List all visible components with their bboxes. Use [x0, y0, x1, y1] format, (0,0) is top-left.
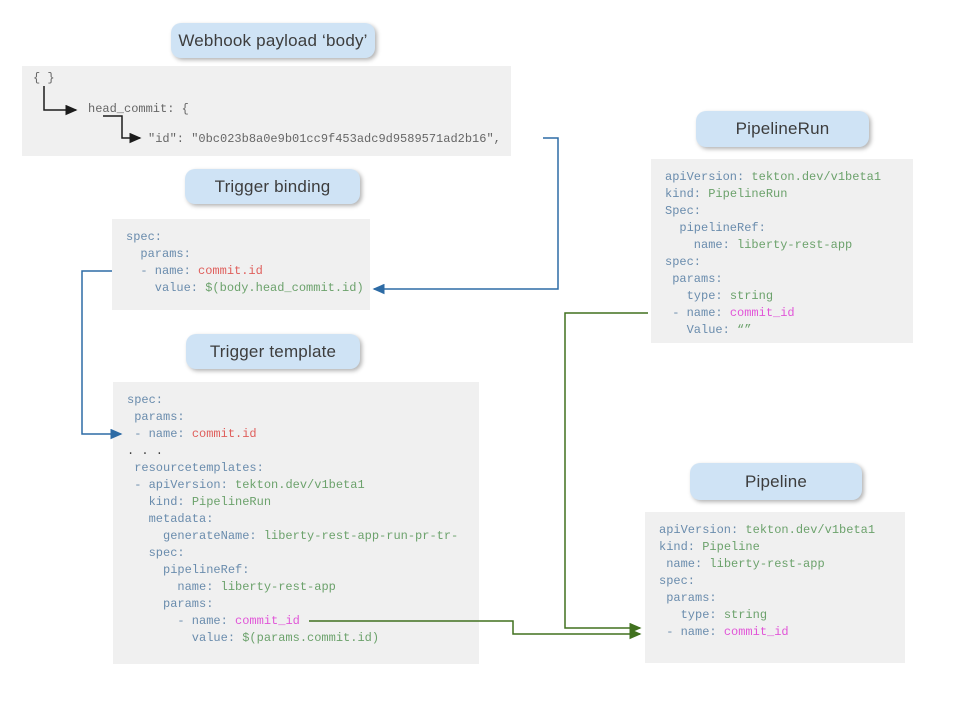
webhook-payload-label: Webhook payload ‘body’ [171, 23, 375, 58]
trigger-binding-code: spec: params: - name: commit.id value: $… [126, 230, 364, 295]
webhook-head-commit-text: head_commit: { [88, 102, 189, 116]
trigger-binding-code-box: spec: params: - name: commit.id value: $… [112, 219, 370, 310]
webhook-commit-id-text: "id": "0bc023b8a0e9b01cc9f453adc9d958957… [148, 132, 501, 146]
trigger-binding-label-text: Trigger binding [214, 176, 331, 196]
arrow-payload-to-binding [372, 137, 559, 295]
arrow-pipelinerun-to-pipeline [564, 312, 648, 634]
trigger-template-code: spec: params: - name: commit.id. . . res… [127, 393, 459, 645]
pipelinerun-label-text: PipelineRun [735, 119, 830, 138]
trigger-template-label: Trigger template [186, 334, 360, 369]
webhook-payload-label-text: Webhook payload ‘body’ [178, 30, 368, 50]
pipelinerun-label: PipelineRun [696, 111, 869, 147]
webhook-braces-text: { } [33, 71, 55, 85]
trigger-template-label-text: Trigger template [209, 341, 337, 361]
pipeline-label: Pipeline [690, 463, 862, 500]
trigger-binding-label: Trigger binding [185, 169, 360, 204]
pipeline-label-text: Pipeline [744, 471, 808, 491]
trigger-template-code-box: spec: params: - name: commit.id. . . res… [113, 382, 479, 664]
